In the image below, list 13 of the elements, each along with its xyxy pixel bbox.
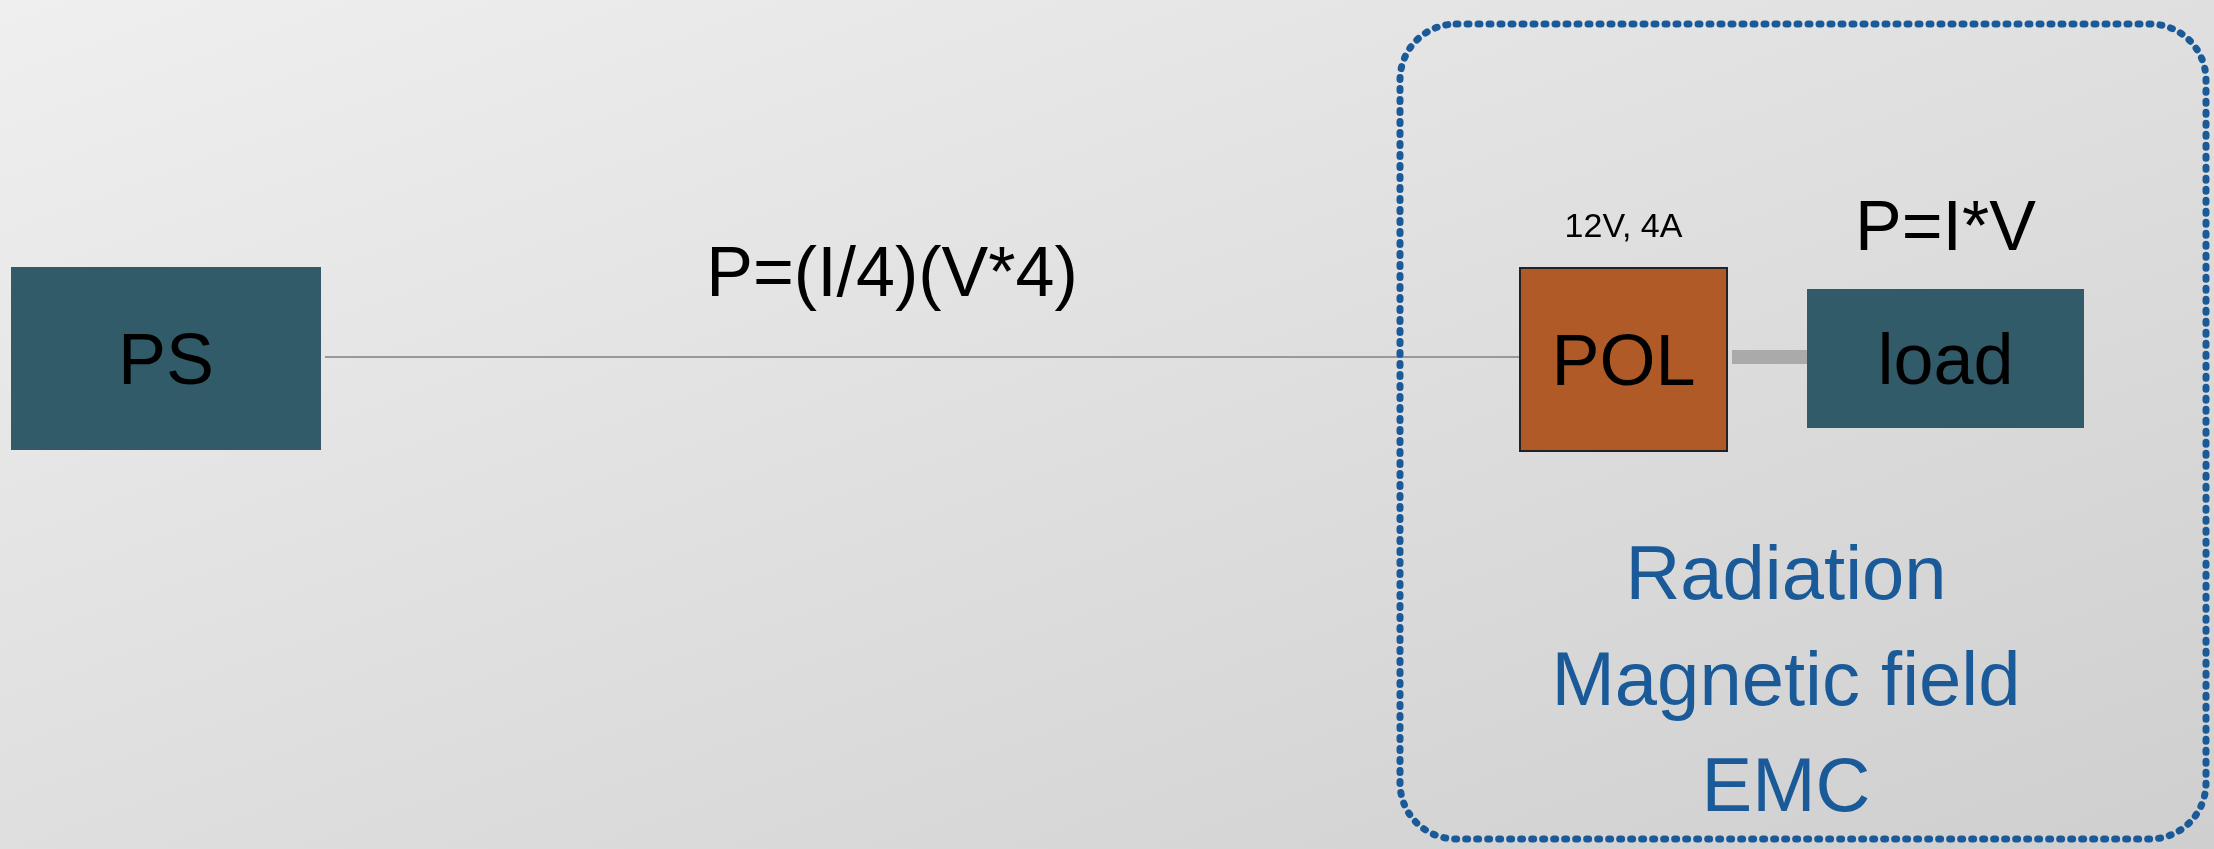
block-label: load [1877, 317, 2014, 400]
region-note: Radiation Magnetic field EMC [1550, 529, 2022, 829]
connector-line [324, 356, 1520, 358]
spec-label: P=I*V [1855, 186, 2036, 266]
dotted-region [1396, 20, 2210, 843]
block-label: PS [117, 317, 214, 400]
connector-line [1732, 350, 1807, 364]
block-box [1807, 289, 2084, 428]
block-box [1519, 267, 1728, 452]
spec-label: 12V, 4A [1564, 206, 1683, 245]
edge-label: P=(I/4)(V*4) [706, 232, 1078, 312]
block-box [11, 267, 321, 450]
block-label: POL [1551, 318, 1696, 401]
